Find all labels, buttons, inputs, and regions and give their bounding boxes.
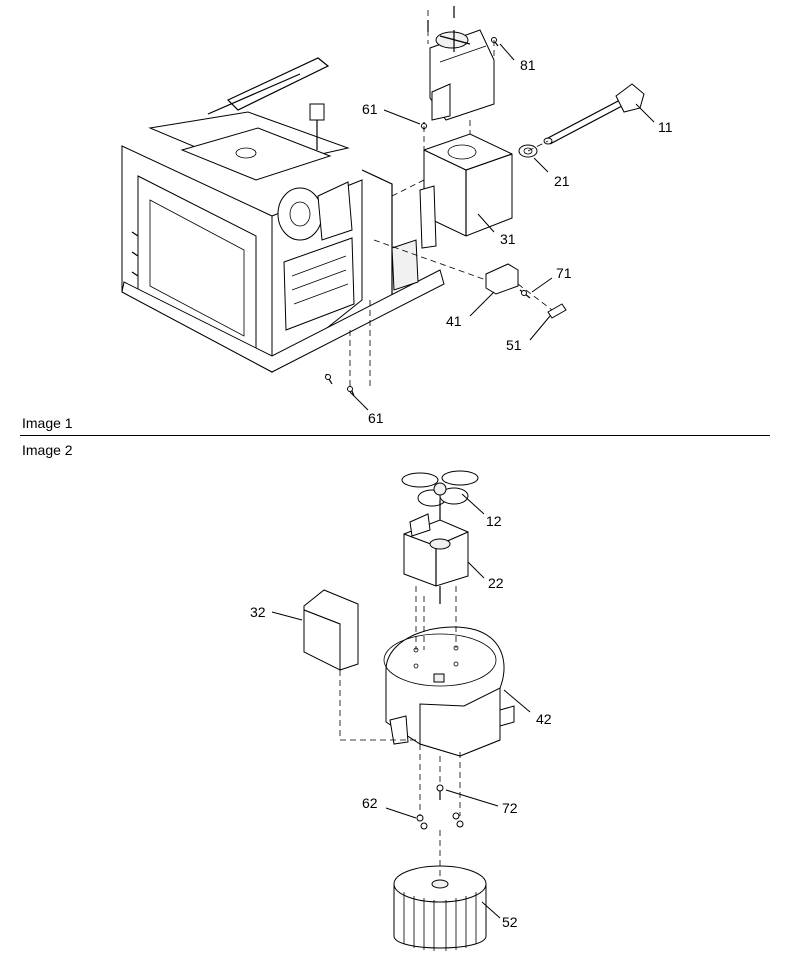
switch-41 [485,263,519,295]
fan-blade-12 [401,470,479,507]
callout-31: 31 [500,231,516,247]
callout-61-upper: 61 [362,101,378,117]
motor-22 [403,500,469,604]
bracket-32 [303,589,359,671]
blower-wheel-52 [393,865,487,951]
duct-31 [419,133,513,249]
callout-42: 42 [536,711,552,727]
callout-11: 11 [658,119,673,135]
callout-21: 21 [554,173,570,189]
callout-81: 81 [520,57,536,73]
callout-61-lower: 61 [368,410,384,426]
screw-81 [491,37,499,47]
callouts-image1: 81 11 61 21 31 71 41 51 61 [349,43,673,426]
callout-62: 62 [362,795,378,811]
blower-housing-42 [383,626,515,757]
callout-52: 52 [502,914,518,930]
sensor-51 [547,303,567,319]
callout-71: 71 [556,265,572,281]
callout-32: 32 [250,604,266,620]
screws-62 [416,812,464,830]
power-cord-11 [543,83,645,145]
section-divider [20,435,770,436]
blower-assembly-81 [427,6,495,121]
callout-51: 51 [506,337,522,353]
assembly-lines-1 [349,10,553,386]
oven-chassis [121,57,445,374]
callout-12: 12 [486,513,502,529]
screw-72 [436,784,444,800]
assembly-lines-2 [339,496,461,880]
screw-61-lower [325,373,355,397]
callout-41: 41 [446,313,462,329]
image-2-caption: Image 2 [22,442,73,458]
callout-22: 22 [488,575,504,591]
callout-72: 72 [502,800,518,816]
screw-71 [519,289,531,299]
image-1-caption: Image 1 [22,415,73,431]
callouts-image2: 12 22 32 42 62 72 52 [250,493,552,930]
